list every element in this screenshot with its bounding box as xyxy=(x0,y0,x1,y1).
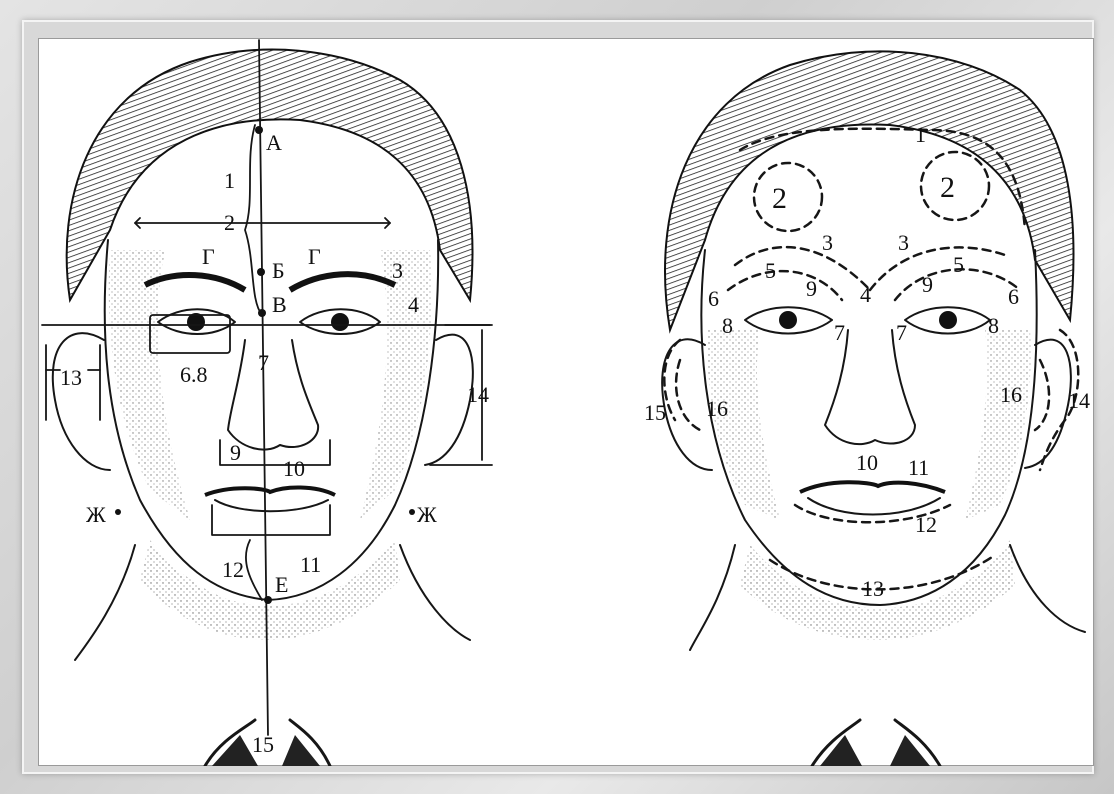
right-label-4: 4 xyxy=(860,282,871,307)
left-label-9: 9 xyxy=(230,440,241,465)
right-label-7-left: 7 xyxy=(834,320,845,345)
right-label-9-left: 9 xyxy=(806,276,817,301)
left-mouth xyxy=(205,487,335,495)
right-label-6-left: 6 xyxy=(708,286,719,311)
right-label-7-right: 7 xyxy=(896,320,907,345)
right-label-6-right: 6 xyxy=(1008,284,1019,309)
label-point-zh-right: Ж xyxy=(417,502,437,527)
right-label-16-right: 16 xyxy=(1000,382,1022,407)
region-3-right xyxy=(870,247,1005,290)
right-label-5-left: 5 xyxy=(765,258,776,283)
right-label-5-right: 5 xyxy=(953,252,964,277)
right-label-8-left: 8 xyxy=(722,313,733,338)
left-label-11: 11 xyxy=(300,552,321,577)
region-16-left xyxy=(676,360,700,430)
label-point-a: А xyxy=(266,130,282,155)
right-label-15: 15 xyxy=(644,400,666,425)
face-diagram-svg: А Б В Г Г Е Ж Ж 1 2 3 4 6.8 7 9 10 11 12… xyxy=(38,38,1094,766)
region-3-left xyxy=(735,247,870,290)
right-label-16-left: 16 xyxy=(706,396,728,421)
left-face-drawing xyxy=(53,50,473,766)
right-label-3-right: 3 xyxy=(898,230,909,255)
left-nose xyxy=(228,340,318,450)
right-label-2-right: 2 xyxy=(940,171,955,204)
right-mouth xyxy=(800,482,945,492)
region-2-right xyxy=(921,152,989,220)
left-label-15: 15 xyxy=(252,732,274,757)
label-point-zh-left: Ж xyxy=(86,502,106,527)
left-label-3: 3 xyxy=(392,258,403,283)
right-nose xyxy=(825,330,915,444)
left-label-10: 10 xyxy=(283,456,305,481)
left-cheek-shading xyxy=(360,250,432,520)
right-label-14: 14 xyxy=(1068,388,1090,413)
left-lower-lip xyxy=(215,500,328,511)
region-15 xyxy=(664,340,680,420)
right-label-11: 11 xyxy=(908,455,929,480)
label-point-b: Б xyxy=(272,258,285,283)
right-ear-left xyxy=(662,339,712,470)
left-neck xyxy=(75,545,470,660)
left-label-2: 2 xyxy=(224,210,235,235)
right-label-12: 12 xyxy=(915,512,937,537)
left-label-1: 1 xyxy=(224,168,235,193)
left-label-6-8: 6.8 xyxy=(180,362,208,387)
right-pupil-r xyxy=(939,311,957,329)
label-point-e: Е xyxy=(275,572,288,597)
left-face-shading xyxy=(109,250,190,520)
label-point-v: В xyxy=(272,292,287,317)
left-label-4: 4 xyxy=(408,292,419,317)
left-pupil-r xyxy=(331,313,349,331)
region-16-right xyxy=(1035,360,1049,430)
label-point-g-right: Г xyxy=(308,244,321,269)
right-cheek-shading xyxy=(965,330,1031,520)
right-label-13: 13 xyxy=(862,576,884,601)
right-label-10: 10 xyxy=(856,450,878,475)
left-label-13: 13 xyxy=(60,365,82,390)
right-face-shading xyxy=(708,330,780,520)
left-ear-left xyxy=(53,333,110,470)
right-label-3-left: 3 xyxy=(822,230,833,255)
right-label-1: 1 xyxy=(915,122,926,147)
left-label-7: 7 xyxy=(258,350,269,375)
right-label-8-right: 8 xyxy=(988,313,999,338)
label-point-g-left: Г xyxy=(202,244,215,269)
region-2-left xyxy=(754,163,822,231)
left-eyebrow-r xyxy=(290,274,395,290)
left-label-14: 14 xyxy=(467,382,489,407)
right-pupil-l xyxy=(779,311,797,329)
region-5-left xyxy=(728,271,842,300)
left-label-12: 12 xyxy=(222,557,244,582)
illustration-paper: А Б В Г Г Е Ж Ж 1 2 3 4 6.8 7 9 10 11 12… xyxy=(38,38,1094,766)
right-label-9-right: 9 xyxy=(922,272,933,297)
right-label-2-left: 2 xyxy=(772,182,787,215)
